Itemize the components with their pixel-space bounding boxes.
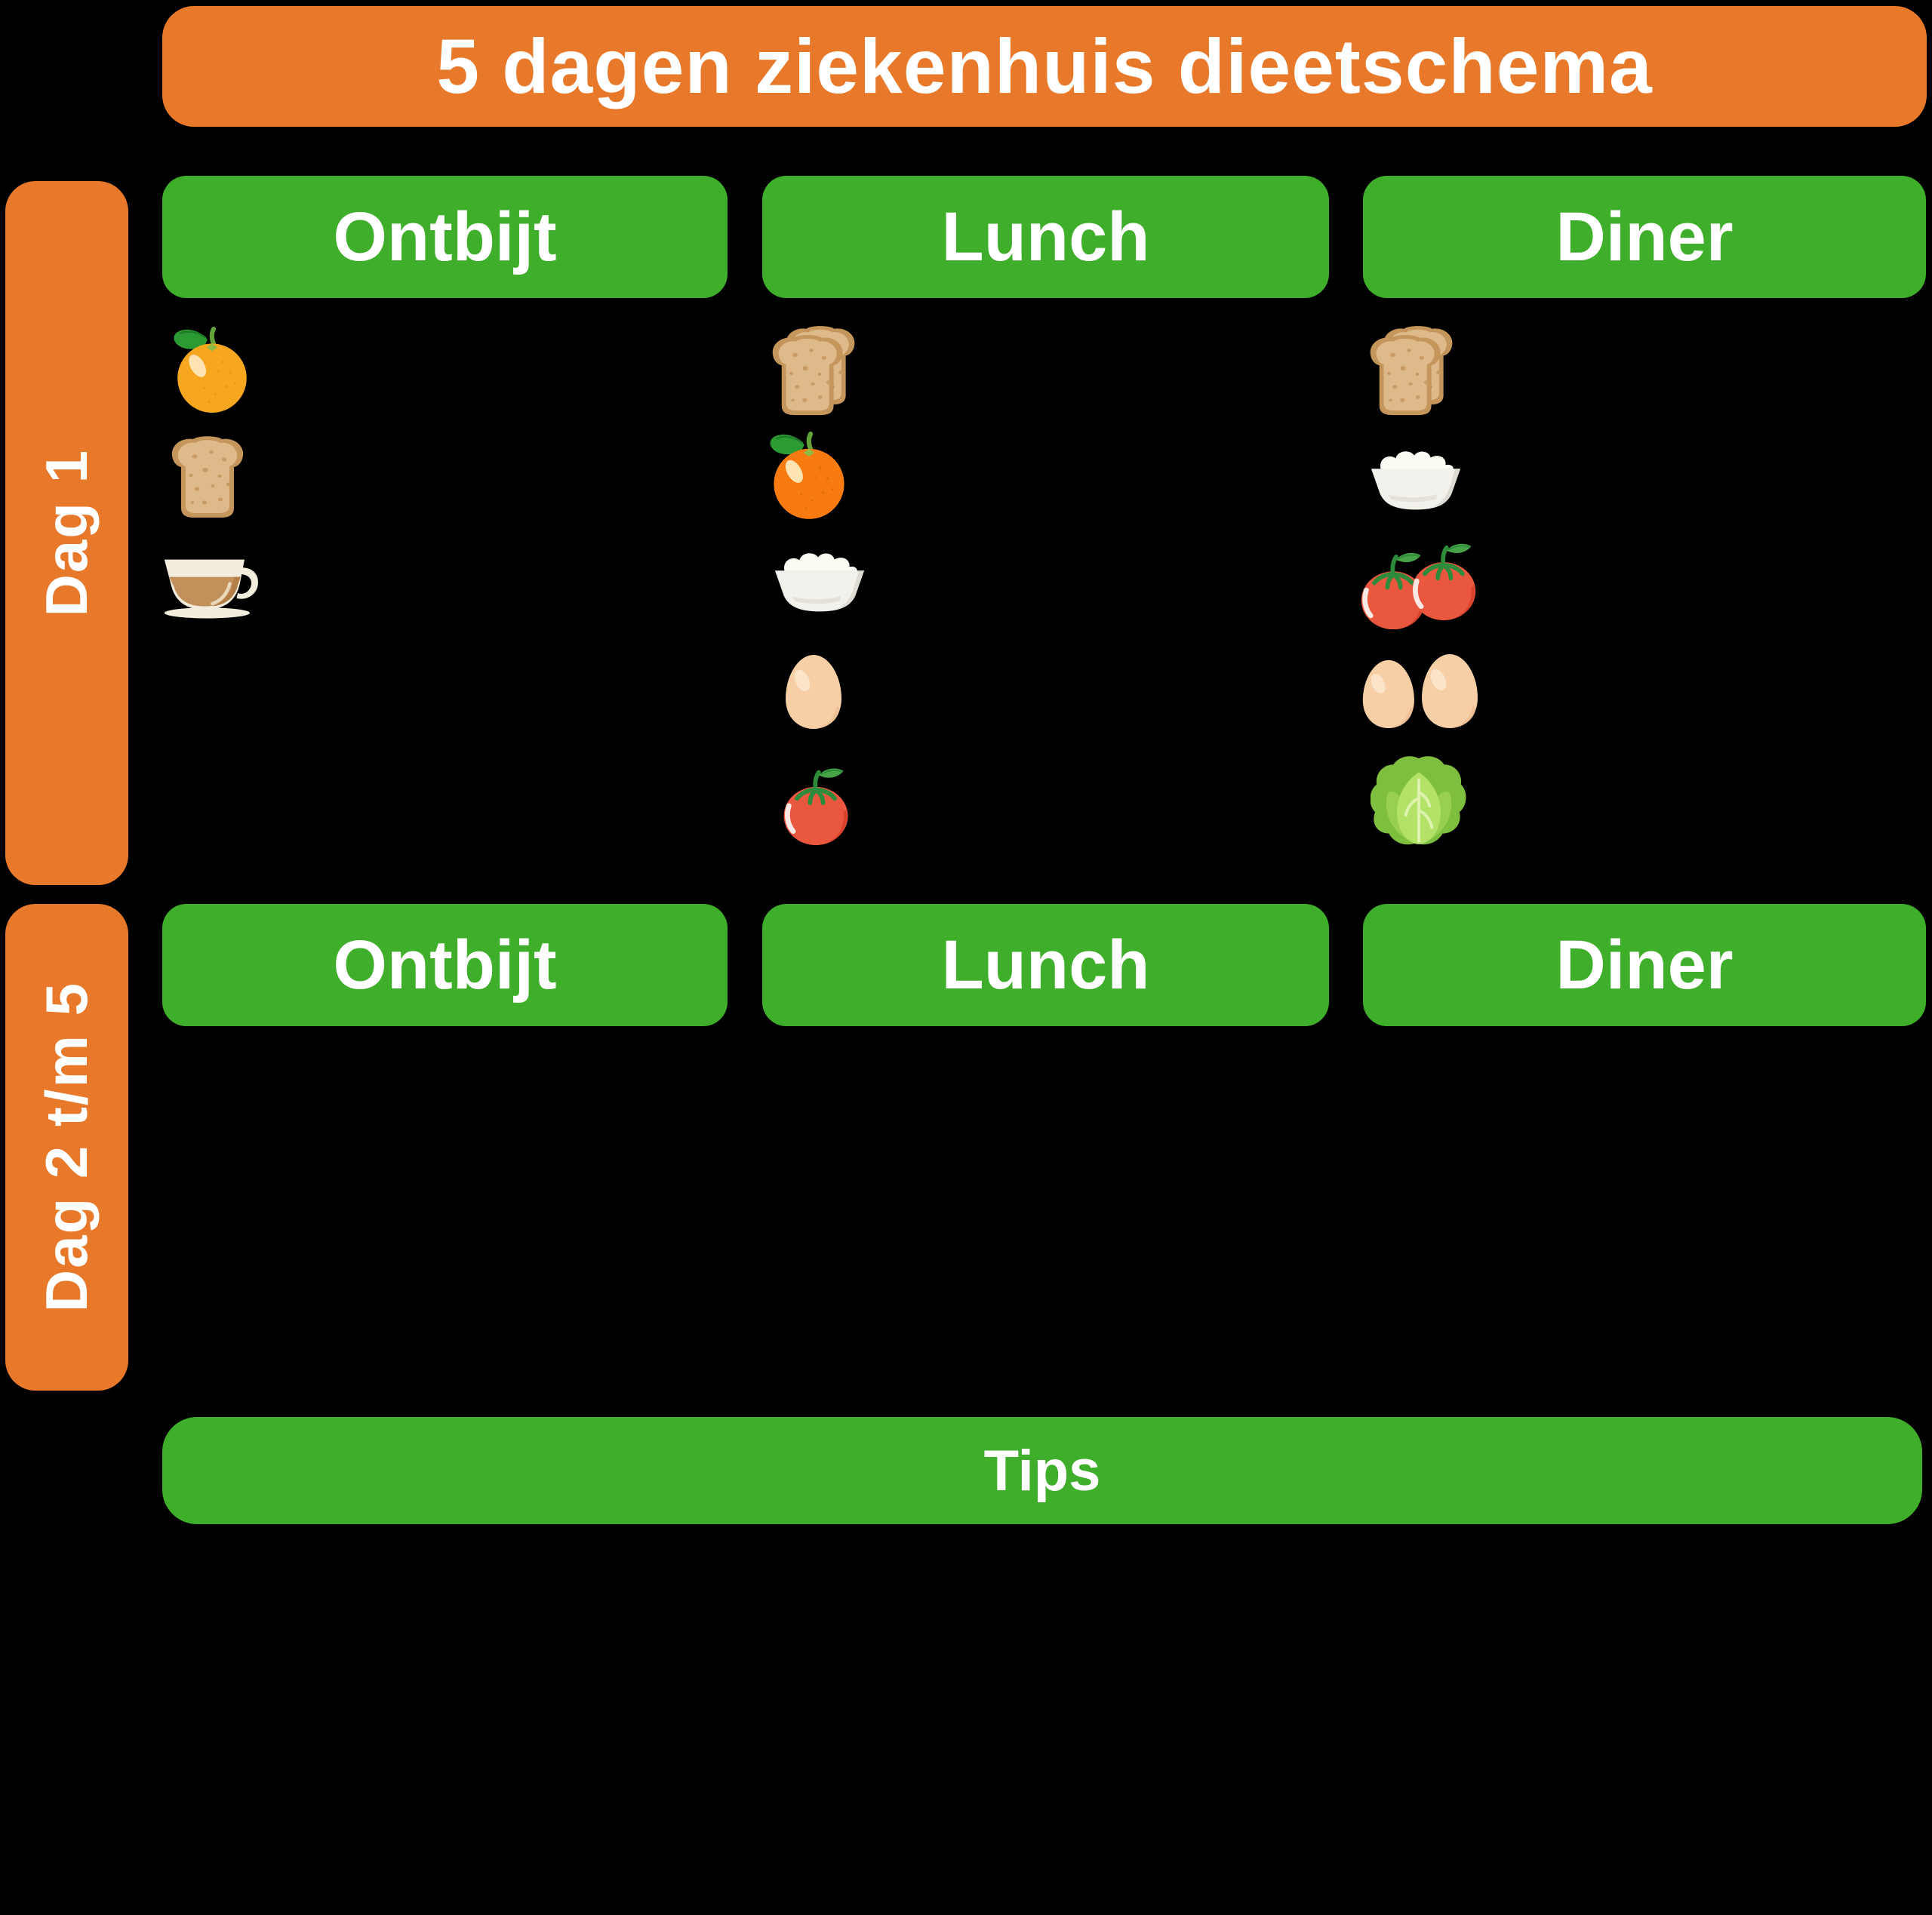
eggs-icon — [1362, 654, 1478, 728]
meal-header-label: Diner — [1555, 198, 1734, 275]
tips-label: Tips — [983, 1438, 1101, 1503]
meal-item — [1357, 540, 1482, 629]
day-label: Dag 1 — [33, 449, 100, 617]
quark-bowl-icon — [1371, 451, 1461, 510]
orange-dark-icon — [770, 432, 845, 521]
meal-item — [169, 433, 246, 519]
orange-icon — [174, 327, 248, 414]
meal-item — [783, 653, 844, 730]
meal-item — [1371, 753, 1467, 850]
meal-header-label: Lunch — [941, 198, 1150, 275]
meal-header-label: Ontbijt — [333, 926, 557, 1004]
meal-header-ontbijt: Ontbijt — [162, 904, 728, 1026]
day-bar-2: Dag 2 t/m 5 — [5, 904, 128, 1391]
tips-bar: Tips — [162, 1417, 1922, 1524]
lettuce-icon — [1371, 756, 1466, 845]
bread-slices-icon — [772, 326, 855, 416]
bread-slice-icon — [171, 436, 244, 518]
meal-item — [1361, 652, 1479, 732]
meal-header-label: Ontbijt — [333, 198, 557, 275]
tomato-icon — [783, 768, 848, 846]
meal-header-diner: Diner — [1363, 176, 1926, 298]
meal-header-label: Diner — [1555, 926, 1734, 1004]
meal-header-label: Lunch — [941, 926, 1150, 1004]
quark-bowl-icon — [774, 553, 865, 612]
day-label: Dag 2 t/m 5 — [33, 982, 100, 1313]
meal-header-lunch: Lunch — [762, 176, 1329, 298]
egg-icon — [786, 655, 841, 729]
day-bar-1: Dag 1 — [5, 181, 128, 885]
meal-item — [771, 549, 868, 613]
meal-item — [761, 432, 857, 521]
tomatoes-icon — [1361, 543, 1476, 629]
meal-item — [770, 323, 860, 418]
meal-item — [172, 327, 252, 414]
meal-item — [1367, 447, 1464, 512]
bread-slices-icon — [1370, 326, 1453, 416]
meal-item — [1367, 323, 1458, 418]
title-banner: 5 dagen ziekenhuis dieetschema — [162, 6, 1927, 127]
meal-header-diner: Diner — [1363, 904, 1926, 1026]
meal-header-lunch: Lunch — [762, 904, 1329, 1026]
page-title: 5 dagen ziekenhuis dieetschema — [436, 23, 1653, 109]
meal-item — [158, 552, 261, 621]
meal-item — [779, 765, 853, 847]
meal-header-ontbijt: Ontbijt — [162, 176, 728, 298]
teacup-icon — [164, 559, 258, 619]
